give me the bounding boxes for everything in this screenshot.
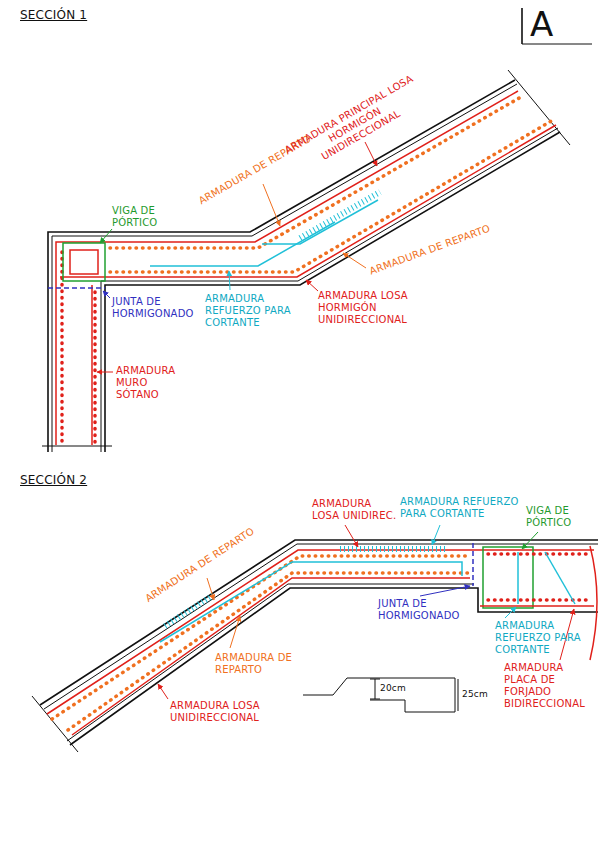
part-label: ARMADURA REFUERZO PARA CORTANTE (205, 293, 297, 329)
section-2-outline (32, 540, 598, 752)
part-label: ARMADURA LOSA HORMIGÓN UNIDIRECCIONAL (318, 290, 468, 326)
part-label: ARMADURA LOSA UNIDIRECCIONAL (170, 700, 282, 724)
dimension: 25cm (462, 689, 488, 700)
section-2-rebars (47, 543, 597, 735)
section-title: SECCIÓN 2 (20, 473, 87, 487)
sheet-letter: A (530, 4, 553, 45)
part-label: ARMADURA DE REPARTO (143, 525, 257, 605)
part-label: ARMADURA PRINCIPAL LOSA HORMIGÓN UNIDIRE… (281, 72, 429, 178)
part-label: VIGA DE PÓRTICO (526, 505, 596, 529)
thickness-sketch (303, 678, 458, 712)
part-label: VIGA DE PÓRTICO (112, 205, 172, 229)
part-label: ARMADURA MURO SÓTANO (116, 365, 186, 401)
section-1-outline (42, 70, 570, 452)
dimension: 20cm (380, 683, 406, 694)
part-label: JUNTA DE HORMIGONADO (112, 296, 200, 320)
part-label: JUNTA DE HORMIGONADO (378, 598, 483, 622)
section-title: SECCIÓN 1 (20, 8, 87, 22)
part-label: ARMADURA PLACA DE FORJADO BIDIRECCIONAL (504, 662, 596, 710)
part-label: ARMADURA REFUERZO PARA CORTANTE (400, 496, 522, 520)
part-label: ARMADURA REFUERZO PARA CORTANTE (495, 620, 587, 656)
part-label: ARMADURA DE REPARTO (215, 652, 327, 676)
part-label: ARMADURA LOSA UNIDIREC. (312, 498, 397, 522)
part-label: ARMADURA DE REPARTO (368, 223, 492, 278)
